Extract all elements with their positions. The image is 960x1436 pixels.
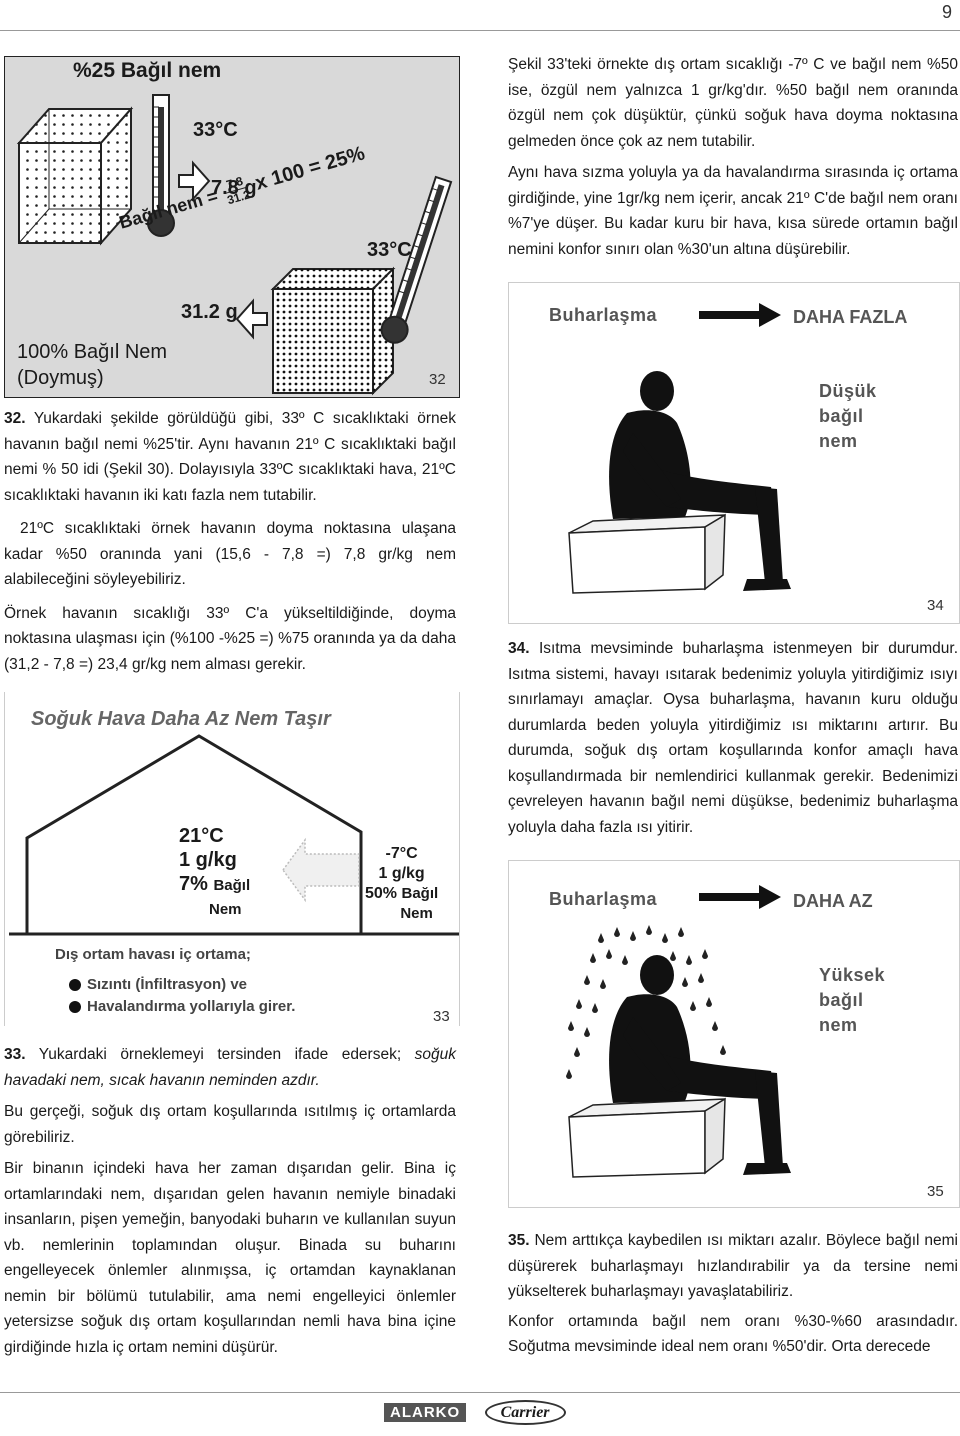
paragraph-35: 35. Nem arttıkça kaybedilen ısı miktarı … — [508, 1228, 958, 1360]
evaporation-label: Buharlaşma — [549, 305, 658, 325]
evaporation-label: Buharlaşma — [549, 889, 658, 909]
arrow-right-icon — [178, 160, 211, 202]
big-cube — [270, 266, 396, 396]
high-rh-label: Yüksek bağıl nem — [819, 963, 885, 1038]
paragraph-33: 33. Yukardaki örneklemeyi tersinden ifad… — [4, 1042, 456, 1360]
paragraph-33-text: 33. Yukardaki örneklemeyi tersinden ifad… — [4, 1042, 456, 1093]
less-label: DAHA AZ — [793, 891, 873, 911]
infiltration-bullets: Sızıntı (İnfiltrasyon) ve Havalandırma y… — [69, 974, 296, 1018]
footer-logos: ALARKO Carrier — [384, 1400, 566, 1425]
seat-block — [568, 1097, 726, 1178]
paragraph-32-body: Yukardaki şekilde görüldüğü gibi, 33º C … — [4, 410, 456, 504]
infiltration-note-title: Dış ortam havası iç ortama; — [55, 946, 251, 963]
paragraph-32-p3: Örnek havanın sıcaklığı 33º C'a yükselti… — [4, 604, 456, 673]
figure-33-number: 33 — [433, 1008, 450, 1025]
paragraph-35-number: 35. — [508, 1232, 530, 1249]
temp-label-top: 33°C — [193, 119, 238, 141]
low-rh-line-3: nem — [819, 431, 858, 451]
more-label: DAHA FAZLA — [793, 307, 908, 327]
outside-moisture: 1 g/kg — [378, 865, 425, 882]
figure-32-drawing — [16, 94, 453, 396]
seat-block — [568, 513, 726, 594]
figure-33-drawing — [9, 734, 459, 936]
paragraph-35-p2: Konfor ortamında bağıl nem oranı %30-%60… — [508, 1312, 958, 1356]
inside-conditions: 21°C 1 g/kg 7% Bağıl Nem — [179, 824, 250, 922]
water-droplets-icon — [566, 925, 726, 1079]
figure-35-number: 35 — [927, 1183, 944, 1200]
high-rh-line-3: nem — [819, 1015, 858, 1035]
paragraph-32-text: 32. Yukardaki şekilde görüldüğü gibi, 33… — [4, 406, 456, 508]
bottom-rule — [0, 1392, 960, 1393]
alarko-logo: ALARKO — [384, 1403, 467, 1422]
house-outline — [25, 734, 363, 934]
grams-big-label: 31.2 g — [181, 301, 238, 323]
outside-rh-word2: Nem — [400, 905, 433, 922]
low-rh-label: Düşük bağıl nem — [819, 379, 877, 454]
paragraph-32: 32. Yukardaki şekilde görüldüğü gibi, 33… — [4, 406, 456, 677]
thermometer-icon — [380, 175, 453, 344]
arrow-left-icon — [235, 298, 268, 340]
inside-rh-word1: Bağıl — [213, 877, 251, 894]
high-rh-line-2: bağıl — [819, 990, 864, 1010]
paragraph-33-p3: Bir binanın içindeki hava her zaman dışa… — [4, 1160, 456, 1356]
arrow-right-icon — [699, 303, 781, 327]
right-top-text: Şekil 33'teki örnekte dış ortam sıcaklığ… — [508, 52, 958, 262]
paragraph-34: 34. Isıtma mevsiminde buharlaşma istenme… — [508, 636, 958, 840]
high-rh-line-1: Yüksek — [819, 965, 886, 985]
bullet-icon — [69, 979, 81, 992]
paragraph-34-body: Isıtma mevsiminde buharlaşma istenmeyen … — [508, 640, 958, 836]
paragraph-32-p2: 21ºC sıcaklıktaki örnek havanın doyma no… — [4, 520, 456, 588]
carrier-logo: Carrier — [484, 1400, 566, 1425]
figure-34-drawing — [568, 303, 791, 594]
figure-32-number: 32 — [429, 371, 446, 388]
outside-rh-percent: 50% — [365, 885, 398, 902]
figure-35-drawing — [566, 885, 791, 1178]
inside-rh-percent: 7% — [179, 873, 208, 895]
paragraph-33-number: 33. — [4, 1046, 26, 1063]
figure-34: Buharlaşma DAHA FAZLA Düşük bağıl nem 34 — [508, 282, 960, 624]
low-rh-line-1: Düşük — [819, 381, 877, 401]
inside-rh-word2: Nem — [209, 901, 242, 918]
paragraph-34-number: 34. — [508, 640, 530, 657]
page-number: 9 — [941, 2, 952, 22]
paragraph-33-p2: Bu gerçeği, soğuk dış ortam koşullarında… — [4, 1103, 456, 1146]
formula-fraction: 7.8 31.2 — [221, 172, 252, 207]
inside-moisture: 1 g/kg — [179, 849, 237, 871]
paragraph-33-emphasis: soğuk havadaki nem, sıcak havanın nemind… — [4, 1046, 456, 1089]
right-top-p2: Aynı hava sızma yoluyla ya da havalandır… — [508, 164, 958, 258]
seated-person-icon — [609, 955, 791, 1175]
top-rule — [0, 30, 960, 31]
outside-conditions: -7°C 1 g/kg 50% Bağıl Nem — [365, 844, 438, 924]
saturated-label: 100% Bağıl Nem (Doymuş) — [17, 339, 167, 391]
figure-32-title: %25 Bağıl nem — [73, 59, 222, 82]
figure-33: Soğuk Hava Daha Az Nem Taşır 21°C 1 g/kg… — [4, 692, 460, 1026]
figure-32: %25 Bağıl nem 33°C 7.8 g Bağıl nem = 7.8… — [4, 56, 460, 398]
low-rh-line-2: bağıl — [819, 406, 864, 426]
small-cube — [16, 106, 134, 246]
temp-label-mid: 33°C — [367, 239, 412, 261]
inside-temp: 21°C — [179, 825, 224, 847]
outside-rh-word1: Bağıl — [401, 885, 439, 902]
airflow-arrow-icon — [282, 837, 360, 903]
thermometer-icon — [147, 94, 175, 237]
bullet-2: Havalandırma yollarıyla girer. — [87, 998, 296, 1015]
outside-temp: -7°C — [385, 845, 418, 862]
paragraph-34-text: 34. Isıtma mevsiminde buharlaşma istenme… — [508, 636, 958, 840]
figure-34-number: 34 — [927, 597, 944, 614]
bullet-icon — [69, 1001, 81, 1014]
paragraph-32-number: 32. — [4, 410, 26, 427]
seated-person-icon — [609, 371, 791, 591]
paragraph-35-body: Nem arttıkça kaybedilen ısı miktarı azal… — [508, 1232, 958, 1300]
saturated-line-1: 100% Bağıl Nem — [17, 341, 168, 363]
figure-33-title: Soğuk Hava Daha Az Nem Taşır — [31, 708, 331, 730]
paragraph-35-text: 35. Nem arttıkça kaybedilen ısı miktarı … — [508, 1228, 958, 1305]
paragraph-33-body: Yukardaki örneklemeyi tersinden ifade ed… — [25, 1046, 415, 1063]
saturated-line-2: (Doymuş) — [17, 367, 104, 389]
bullet-1: Sızıntı (İnfiltrasyon) ve — [87, 976, 248, 993]
grams-small-label: 7.8 g — [211, 177, 257, 199]
figure-35: Buharlaşma DAHA AZ Yüksek bağıl nem 35 — [508, 860, 960, 1208]
arrow-right-icon — [699, 885, 781, 909]
right-top-p1: Şekil 33'teki örnekte dış ortam sıcaklığ… — [508, 56, 958, 150]
